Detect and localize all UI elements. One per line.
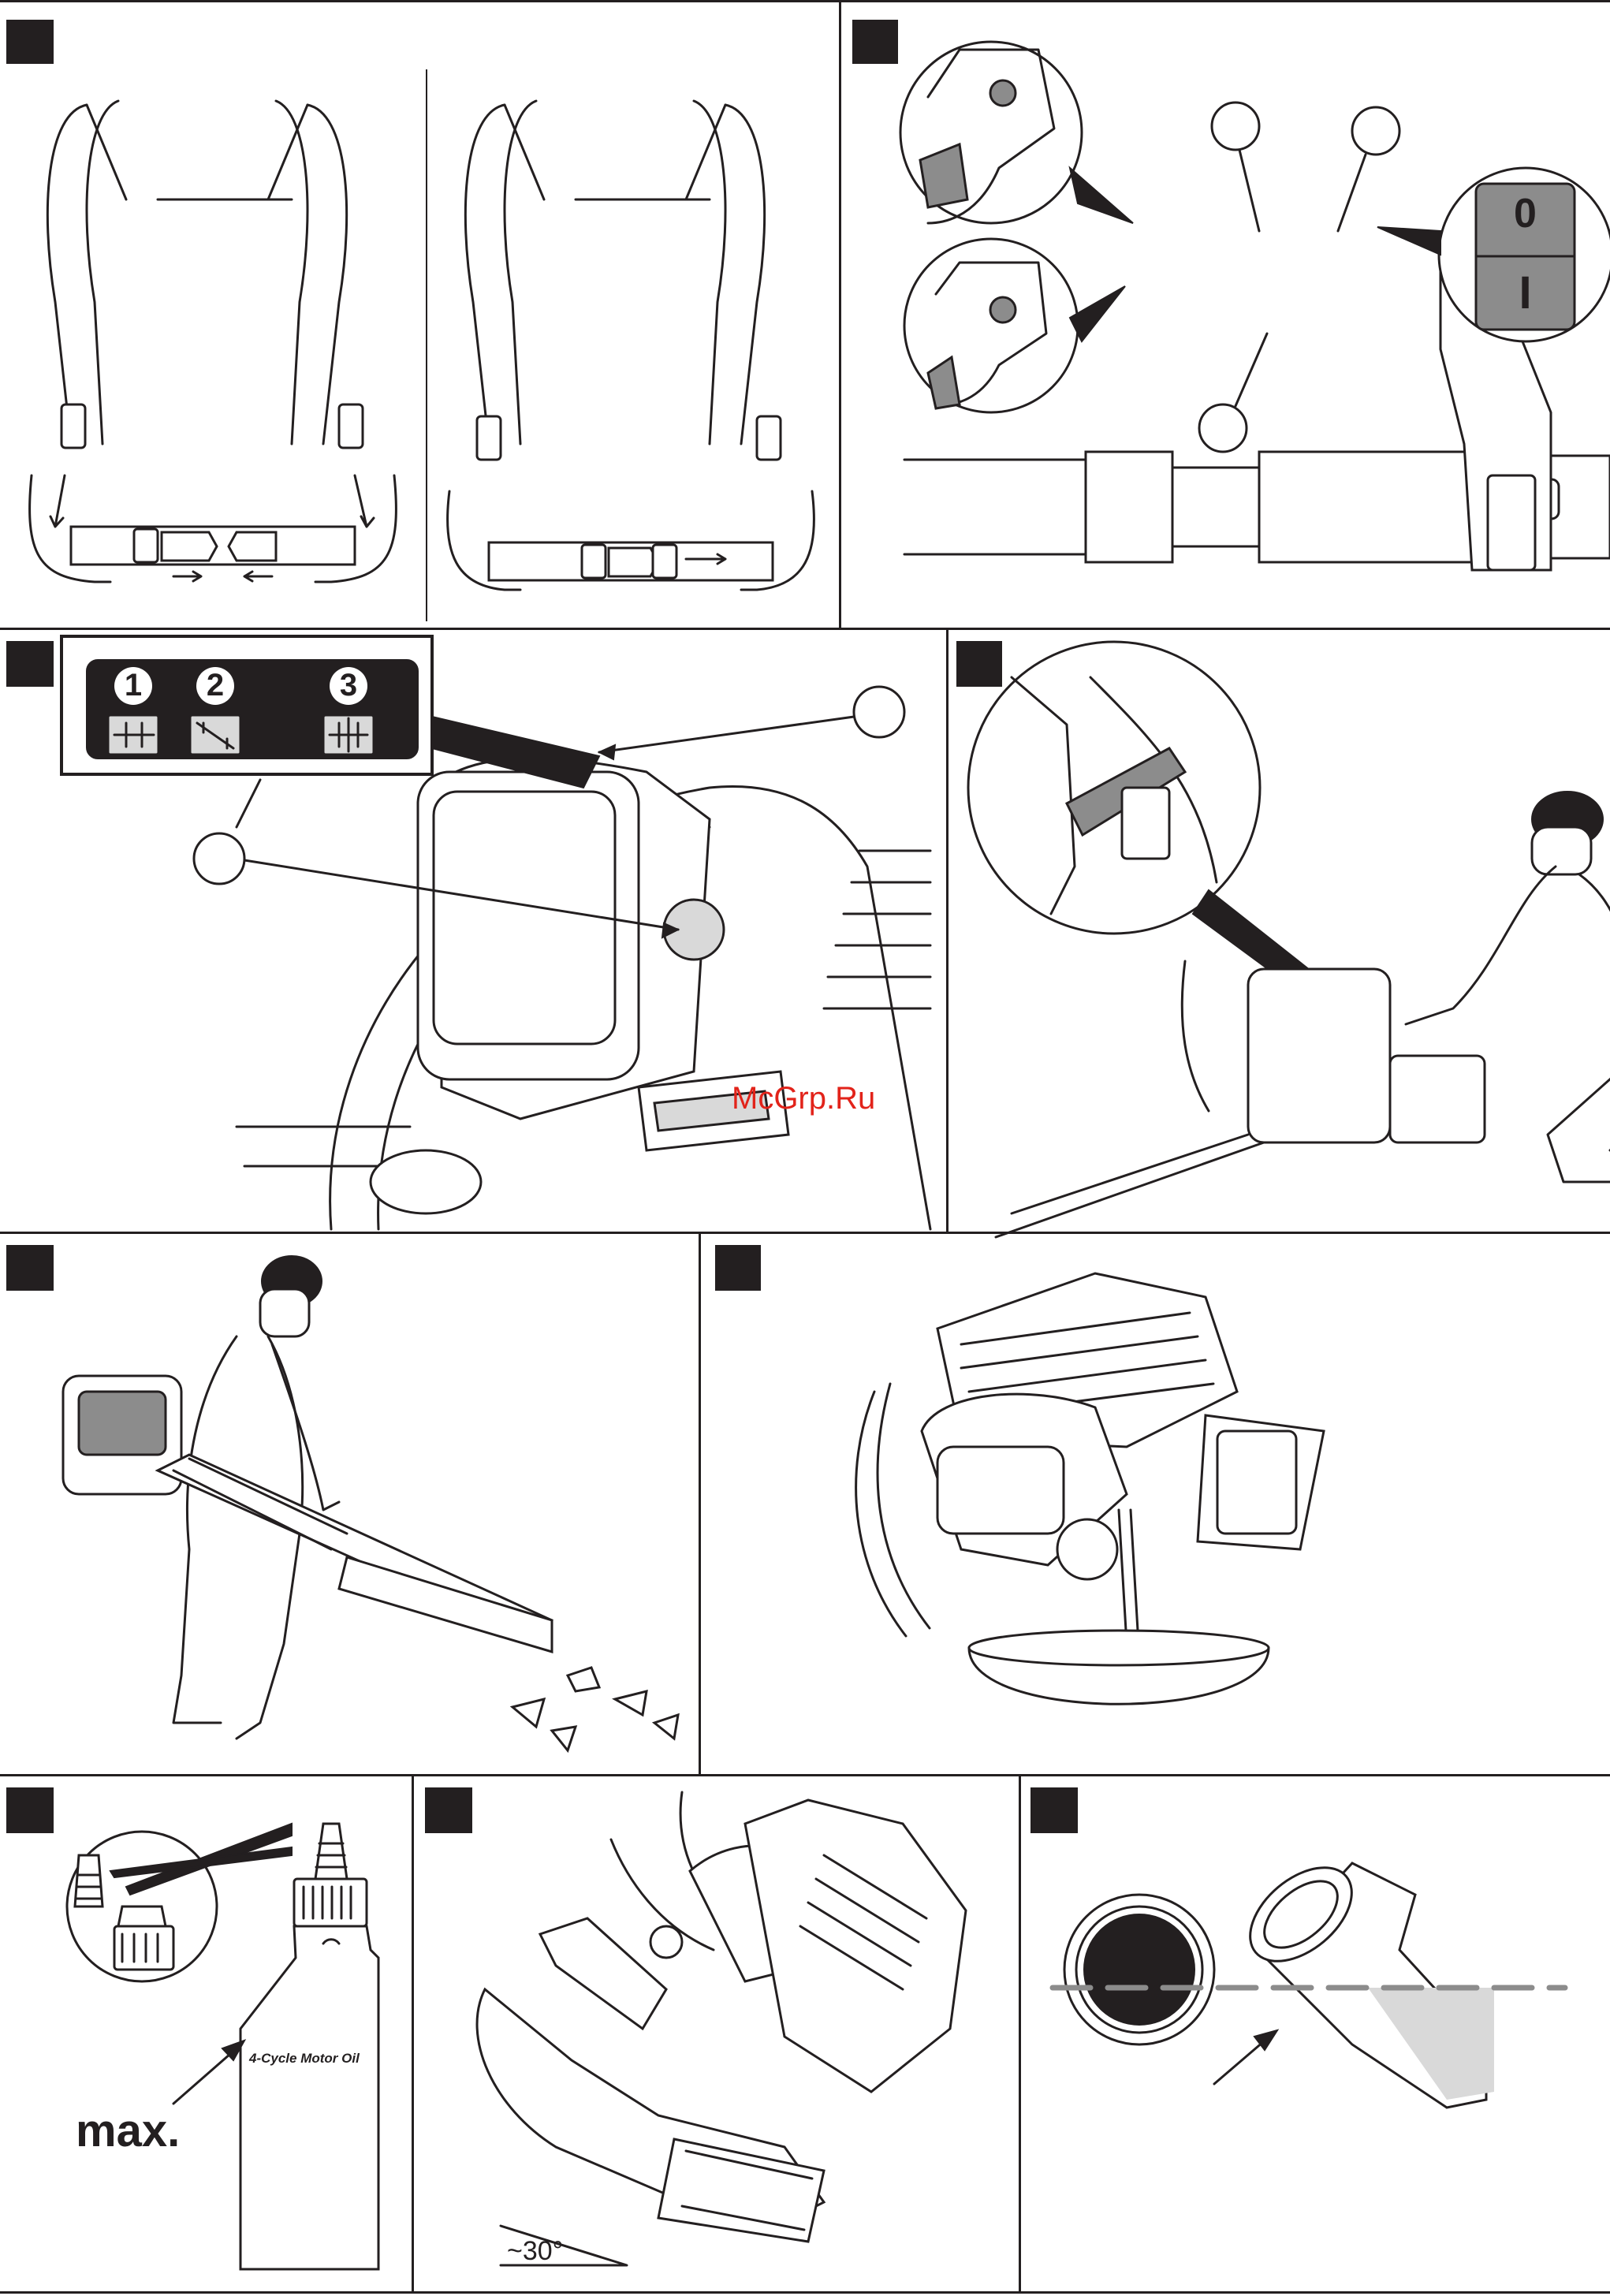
oil-refill-illustration [414,1776,1019,2291]
handle-illustration [841,2,1610,628]
switch-off-symbol: 0 [1508,190,1543,237]
engine-choke-illustration [0,630,946,1232]
max-fill-label: max. [76,2104,180,2157]
panel-mode-selector: 1 2 3 McGrp.Ru [0,630,946,1232]
operator-starting-illustration [948,630,1610,1232]
panel-handle-controls: 0 I [841,2,1610,628]
oil-bottle-illustration [0,1776,412,2291]
panel-oil-bottle: 4-Cycle Motor Oil max. [0,1776,412,2291]
mode-number-1: 1 [114,668,152,703]
mode-number-3: 3 [330,668,367,703]
harness-left [30,101,397,582]
panel-starting [948,630,1610,1232]
panel-oil-refill: ~30° [414,1776,1019,2291]
harness-right [448,101,814,590]
oil-level-illustration [1021,1776,1610,2291]
bottom-border [0,2291,1610,2294]
oil-bottle-label: 4-Cycle Motor Oil [249,2051,360,2067]
panel-oil-drain [701,1234,1610,1774]
oil-drain-illustration [701,1234,1610,1774]
panel-operating [0,1234,699,1774]
watermark: McGrp.Ru [732,1081,875,1116]
mode-number-2: 2 [196,668,234,703]
panel-harness [0,2,839,628]
panel-oil-level [1021,1776,1610,2291]
switch-on-symbol: I [1508,266,1543,319]
tilt-angle-label: ~30° [507,2236,563,2267]
harness-illustration [0,2,839,628]
operator-blowing-illustration [0,1234,699,1774]
